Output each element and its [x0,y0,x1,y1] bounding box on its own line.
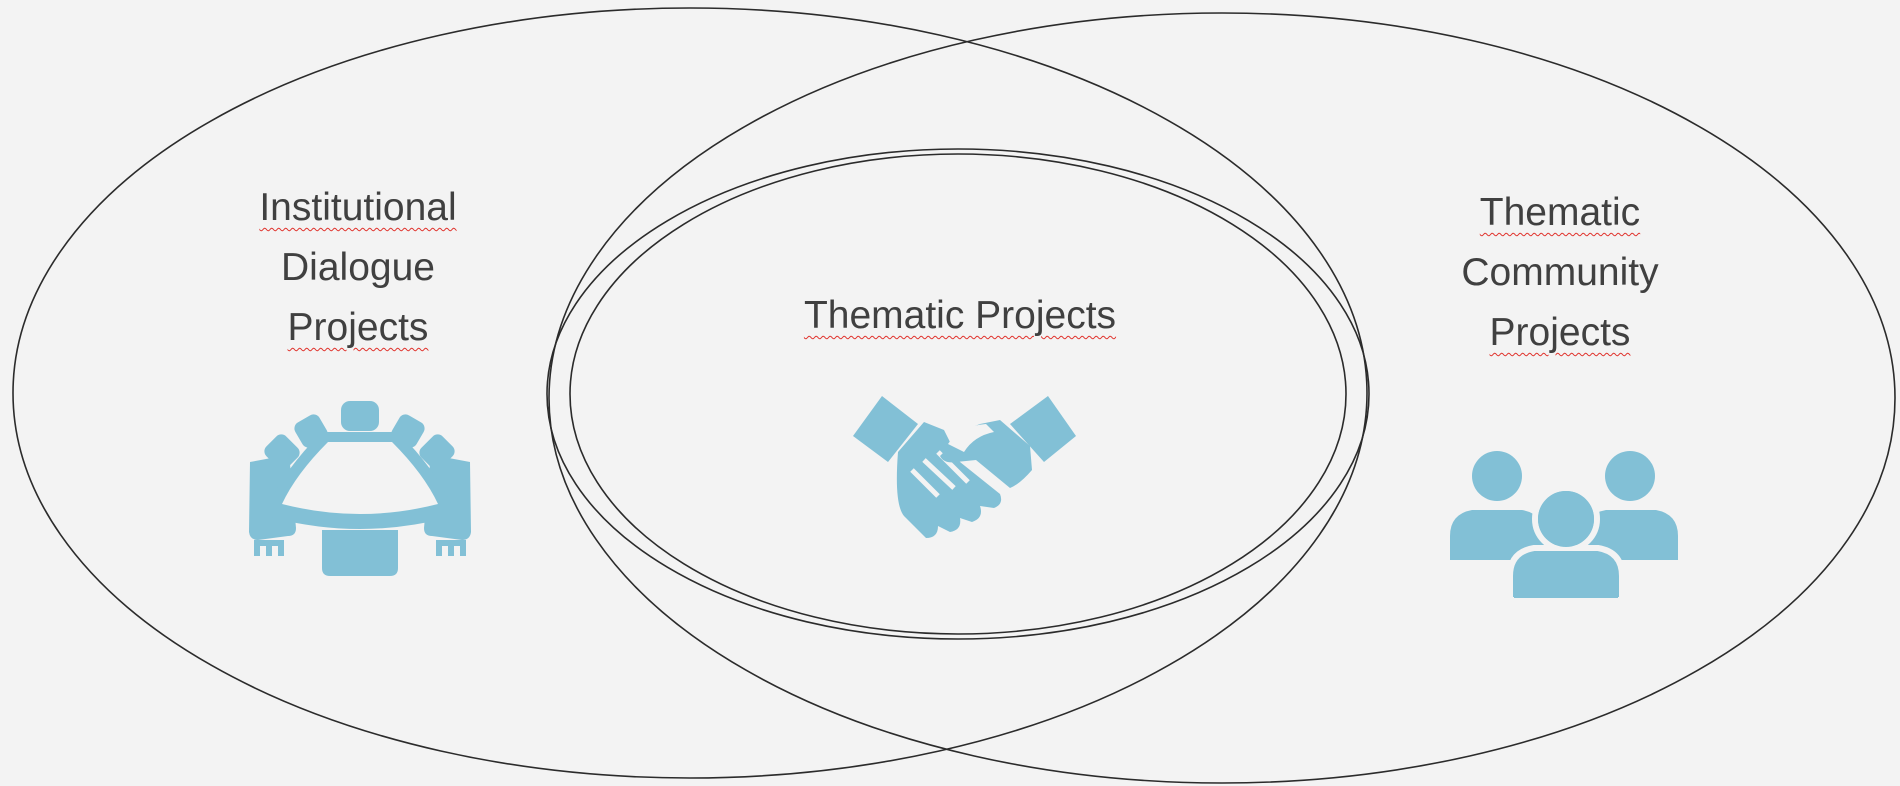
label-thematic-projects: Thematic Projects [700,286,1220,346]
conference-table-icon [249,401,471,576]
label-thematic-community-projects: Thematic Community Projects [1380,183,1740,363]
right-outer-ellipse [548,12,1896,784]
left-outer-ellipse [12,7,1368,779]
handshake-icon [853,396,1076,538]
people-group-icon [1450,451,1678,603]
label-line: Thematic Projects [803,294,1117,337]
label-line: Institutional [259,186,457,229]
label-line: Projects [1489,311,1631,354]
label-line: Dialogue [281,246,435,289]
label-institutional-dialogue-projects: Institutional Dialogue Projects [188,178,528,358]
center-inner-ring [569,153,1347,635]
label-line: Thematic [1479,191,1641,234]
label-line: Projects [287,306,429,349]
label-line: Community [1461,251,1659,294]
center-outer-ring [546,148,1370,640]
